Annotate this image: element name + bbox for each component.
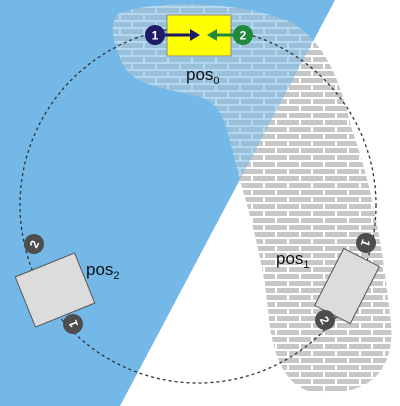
marker-1-right: 1	[356, 233, 376, 253]
svg-text:1: 1	[358, 237, 374, 248]
marker-1-left: 1	[63, 314, 83, 334]
svg-text:1: 1	[66, 318, 82, 329]
movement-path	[19, 26, 377, 384]
marker-1-top: 1	[145, 25, 165, 45]
label-pos0: pos0	[186, 65, 220, 87]
arrow-left-icon	[207, 29, 234, 41]
block-pos2	[14, 252, 96, 328]
label-pos2: pos2	[86, 260, 120, 282]
svg-text:1: 1	[152, 29, 159, 43]
svg-text:2: 2	[240, 29, 247, 43]
marker-2-left: 2	[24, 234, 44, 254]
label-pos1: pos1	[276, 249, 310, 271]
marker-2-right: 2	[315, 310, 335, 330]
arrow-right-icon	[165, 29, 200, 41]
marker-2-top: 2	[233, 25, 253, 45]
